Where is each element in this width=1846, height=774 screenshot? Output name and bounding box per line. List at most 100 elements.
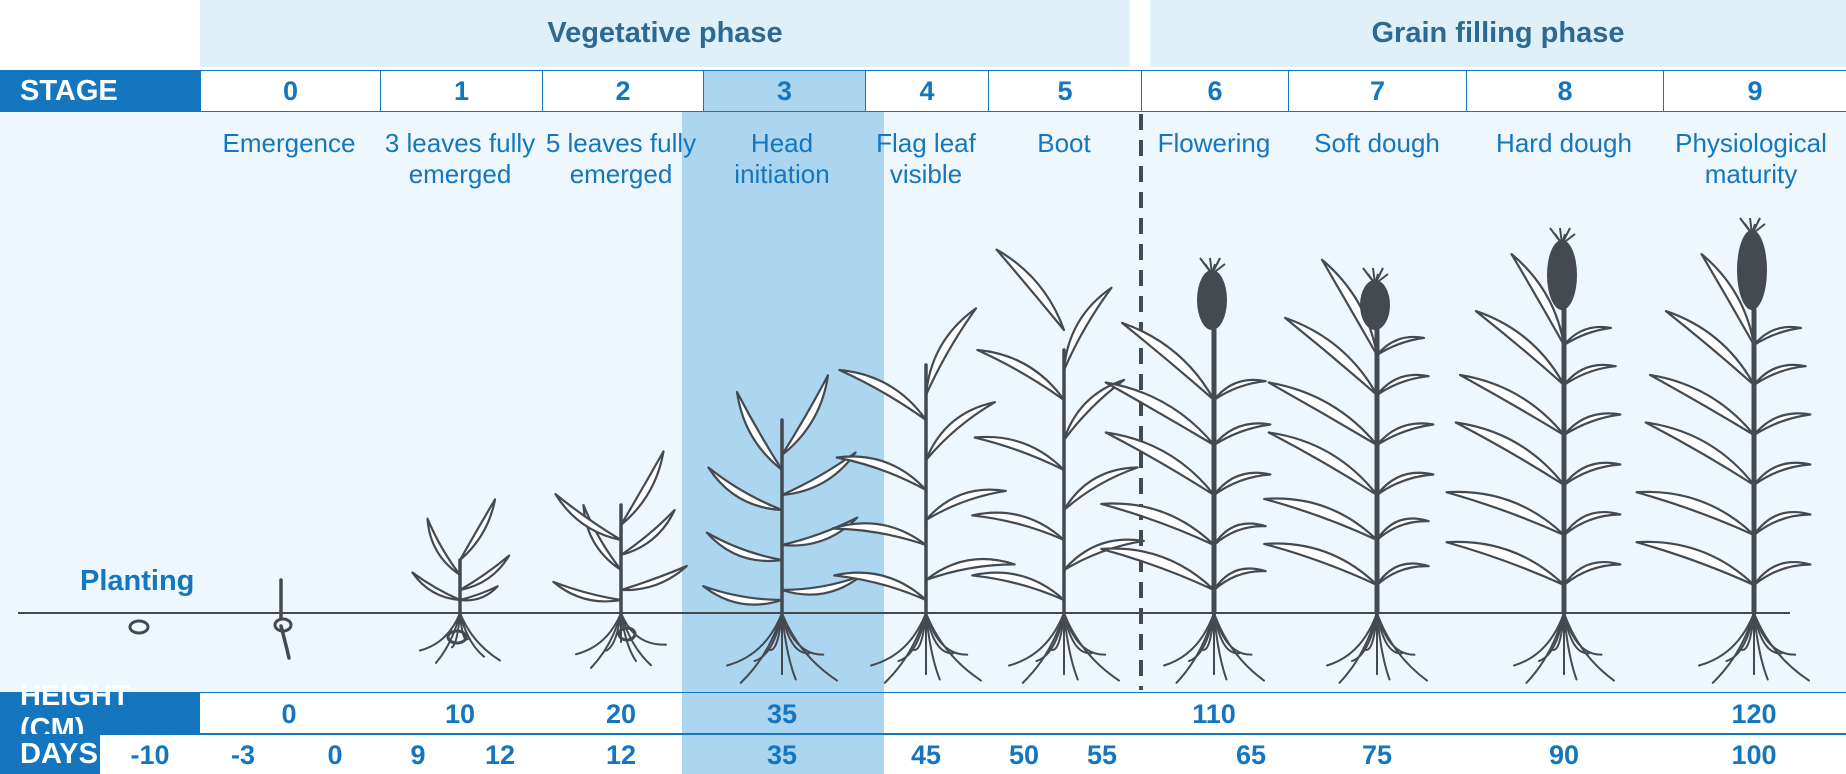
height-value: 20	[605, 699, 637, 729]
days-value: 12	[484, 740, 516, 770]
stage7-plant-leaf	[1267, 381, 1379, 447]
stage9-plant-leaf	[1644, 421, 1756, 487]
root	[1525, 612, 1565, 684]
days-value: 50	[1008, 740, 1040, 770]
stage-number: 4	[919, 75, 935, 106]
stage2-plant-leaf	[619, 508, 676, 557]
stage5-plant-leaf	[973, 435, 1066, 472]
stage-description: Boot	[1037, 128, 1091, 158]
stage2-plant-leaf	[582, 503, 623, 572]
seedling-seed	[273, 617, 293, 633]
stage9-plant-leaf	[1700, 252, 1756, 347]
days-value: 12	[605, 740, 637, 770]
days-value: 45	[910, 740, 942, 770]
stage-number: 5	[1057, 75, 1073, 106]
stage4-plant-leaf	[924, 307, 978, 397]
stage5-plant-leaf	[971, 511, 1066, 542]
stage7-plant-head-tip	[1372, 267, 1376, 285]
stage9-plant-leaf	[1752, 412, 1812, 437]
days-value: 100	[1731, 740, 1777, 770]
stage-number-cell: 3	[703, 70, 866, 112]
stage-number: 2	[615, 75, 631, 106]
stage2-plant-leaf	[554, 493, 623, 542]
root	[1063, 612, 1120, 682]
root	[1753, 612, 1810, 682]
stage9-plant-leaf	[1752, 560, 1812, 587]
stage8-plant-leaf	[1510, 252, 1566, 347]
stage8-plant-leaf	[1445, 540, 1566, 587]
planted-seed	[128, 619, 150, 635]
root	[1213, 612, 1265, 682]
root	[739, 612, 783, 684]
root	[620, 612, 667, 646]
days-row-label: DAYS	[20, 737, 98, 770]
root	[1021, 612, 1065, 684]
stage5-plant-leaf	[1062, 378, 1126, 442]
stage9-plant-leaf	[1752, 510, 1812, 537]
height-value: 120	[1731, 699, 1777, 729]
stage-description: Emergence	[222, 128, 356, 158]
stage7-plant-leaf	[1375, 373, 1430, 397]
stage6-plant-leaf	[1212, 522, 1267, 547]
stage5-plant-leaf	[1062, 538, 1145, 572]
stage7-plant-leaf	[1263, 542, 1379, 587]
stage-description: Flowering	[1157, 128, 1271, 158]
days-row-header: DAYS	[0, 734, 100, 774]
root	[459, 612, 501, 662]
stage-number: 3	[776, 75, 793, 106]
stage9-plant-leaf	[1752, 325, 1803, 347]
stage-number-cell: 9	[1663, 70, 1846, 112]
height-row-header: HEIGHT (CM)	[0, 680, 200, 745]
stage5-plant-leaf	[976, 348, 1066, 402]
stage4-plant-leaf	[924, 401, 997, 462]
stage5-plant-leaf	[995, 248, 1066, 332]
height-value: 35	[766, 699, 798, 729]
root	[1175, 612, 1215, 684]
seedling-stem	[279, 578, 291, 660]
height-value: 110	[1192, 699, 1236, 729]
stage8-plant-leaf	[1562, 325, 1613, 347]
stage6-plant-leaf	[1104, 381, 1216, 447]
stage7-plant-leaf	[1375, 335, 1426, 357]
stage-number-cell: 7	[1288, 70, 1467, 112]
days-value: 90	[1548, 740, 1580, 770]
stage1-plant-leaf	[458, 585, 499, 602]
stage5-plant-leaf	[1062, 286, 1113, 372]
vegetative-phase-label: Vegetative phase	[547, 17, 783, 49]
stage-number: 9	[1747, 75, 1763, 106]
stage8-plant-seed-head	[1547, 240, 1577, 310]
stage6-plant-head-tip	[1211, 257, 1221, 275]
stage9-plant-leaf	[1635, 540, 1756, 587]
stage6-plant-leaf	[1212, 422, 1272, 447]
stage6-plant-leaf	[1100, 547, 1216, 592]
root	[1711, 612, 1755, 684]
stage8-plant-leaf	[1445, 490, 1566, 537]
stage5-plant-leaf	[1062, 466, 1139, 512]
stage-number-cell: 4	[865, 70, 989, 112]
days-value: 75	[1361, 740, 1393, 770]
stage9-plant-head-tip	[1751, 217, 1761, 235]
root	[925, 612, 982, 682]
vegetative-phase-band: Vegetative phase	[200, 0, 1130, 67]
stage-number-cell: 0	[200, 70, 381, 112]
stage-number-cell: 5	[988, 70, 1142, 112]
stage1-plant-leaf	[426, 517, 462, 577]
height-value: 0	[281, 699, 297, 729]
stage7-plant-head-tip	[1374, 267, 1384, 285]
stage6-plant-leaf	[1212, 471, 1272, 497]
stage7-plant-leaf	[1375, 562, 1430, 587]
stage3-plant-leaf	[780, 451, 857, 497]
stage8-plant-leaf	[1474, 309, 1566, 387]
stage9-plant-head-tip	[1749, 217, 1753, 235]
stage8-plant-leaf	[1454, 421, 1566, 487]
stage1-plant-leaf	[458, 498, 497, 562]
stage9-plant-leaf	[1752, 363, 1807, 387]
stage7-plant-leaf	[1375, 422, 1435, 447]
stage-row-label: STAGE	[20, 74, 118, 107]
stage2-plant-leaf	[619, 564, 688, 592]
stage-number-cell: 2	[542, 70, 704, 112]
stage7-plant-leaf	[1263, 497, 1379, 542]
stage7-plant-leaf	[1267, 431, 1379, 497]
